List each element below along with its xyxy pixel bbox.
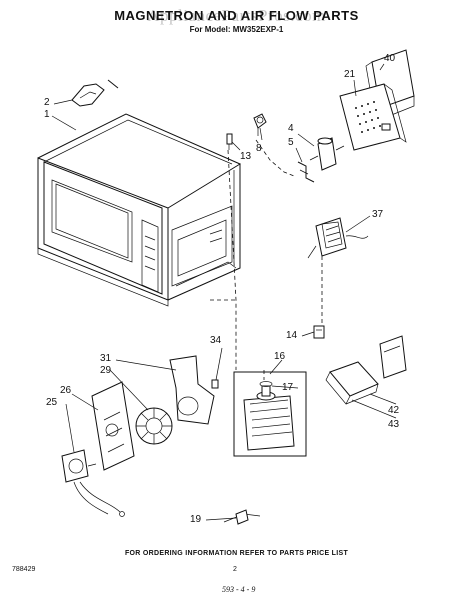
diagram-code: 788429 <box>12 566 36 573</box>
part-31-fan-duct <box>169 355 215 425</box>
part-1-cavity <box>37 113 242 307</box>
part-16-magnetron <box>233 371 307 457</box>
callout-21: 21 <box>344 69 356 80</box>
handwritten-stamp: 593 - 4 - 9 <box>222 585 256 594</box>
part-21-vent-plate <box>339 83 407 151</box>
part-2-bracket <box>71 79 119 107</box>
watermark: AppliancePartsPros.com <box>147 6 326 25</box>
callout-5: 5 <box>288 137 294 148</box>
part-34-screw <box>211 379 219 389</box>
wiring-path <box>227 149 237 370</box>
page-number: 2 <box>233 566 237 573</box>
part-13-screw <box>226 133 233 150</box>
part-19-harness <box>223 509 261 525</box>
callout-37: 37 <box>372 209 384 220</box>
ordering-note: FOR ORDERING INFORMATION REFER TO PARTS … <box>124 550 349 557</box>
part-8-thermal-cutout <box>253 113 267 136</box>
callout-43: 43 <box>388 419 400 430</box>
callout-19: 19 <box>190 514 202 525</box>
part-14-wire-clamp <box>313 325 325 339</box>
callout-1: 1 <box>44 109 50 120</box>
callout-25: 25 <box>46 397 58 408</box>
part-42-air-guide <box>325 361 379 405</box>
part-43-bracket <box>379 335 407 379</box>
callout-26: 26 <box>60 385 72 396</box>
diagram-title: MAGNETRON AND AIR FLOW PARTS <box>114 8 359 23</box>
part-37-transformer <box>307 217 369 259</box>
callout-40: 40 <box>384 53 396 64</box>
callout-4: 4 <box>288 123 294 134</box>
callout-31: 31 <box>100 353 112 364</box>
callout-2: 2 <box>44 97 50 108</box>
part-29-fan-blade <box>135 407 173 445</box>
callout-17: 17 <box>282 382 294 393</box>
callout-14: 14 <box>286 330 298 341</box>
leader-lines <box>51 63 397 521</box>
callout-29: 29 <box>100 365 112 376</box>
part-17-gasket <box>259 381 273 387</box>
part-5-capacitor-bracket <box>297 161 315 183</box>
callout-8: 8 <box>256 143 262 154</box>
part-4-capacitor <box>309 137 345 171</box>
part-25-fan-motor <box>61 449 125 517</box>
callout-13: 13 <box>240 151 252 162</box>
callout-34: 34 <box>210 335 222 346</box>
callout-42: 42 <box>388 405 400 416</box>
model-subtitle: For Model: MW352EXP-1 <box>189 25 284 34</box>
part-26-motor-bracket <box>91 381 135 471</box>
callout-16: 16 <box>274 351 286 362</box>
